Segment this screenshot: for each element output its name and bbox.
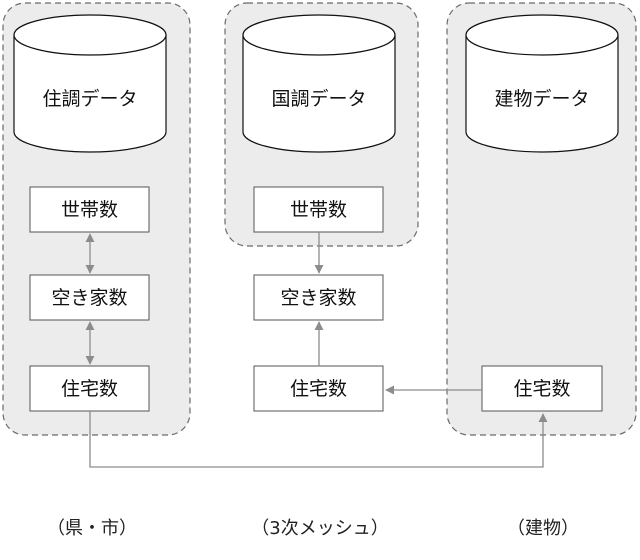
box-right-housing-label: 住宅数 xyxy=(513,378,570,400)
box-right-housing xyxy=(481,365,603,412)
database-middle-label: 国調データ xyxy=(271,88,366,110)
database-left: 住調データ xyxy=(13,14,167,153)
box-mid-vacant xyxy=(253,274,384,321)
box-mid-housing-label: 住宅数 xyxy=(290,378,347,400)
caption-building: （建物） xyxy=(507,518,579,539)
box-mid-households-label: 世帯数 xyxy=(290,199,347,221)
box-left-housing-label: 住宅数 xyxy=(61,378,118,400)
database-middle: 国調データ xyxy=(242,14,396,153)
caption-prefecture-city: （県・市） xyxy=(47,518,137,539)
box-mid-housing xyxy=(253,365,384,412)
database-left-label: 住調データ xyxy=(42,88,137,110)
box-left-households-label: 世帯数 xyxy=(61,199,118,221)
box-mid-households xyxy=(253,186,384,233)
database-right: 建物データ xyxy=(465,14,619,153)
database-right-label: 建物データ xyxy=(494,88,589,110)
box-mid-vacant-label: 空き家数 xyxy=(280,287,356,309)
arrow-left-housing-to-right-housing xyxy=(89,411,548,468)
box-left-households xyxy=(29,186,150,233)
box-left-vacant-label: 空き家数 xyxy=(51,287,127,309)
box-left-vacant xyxy=(29,274,150,321)
caption-mesh: （3次メッシュ） xyxy=(251,518,388,539)
